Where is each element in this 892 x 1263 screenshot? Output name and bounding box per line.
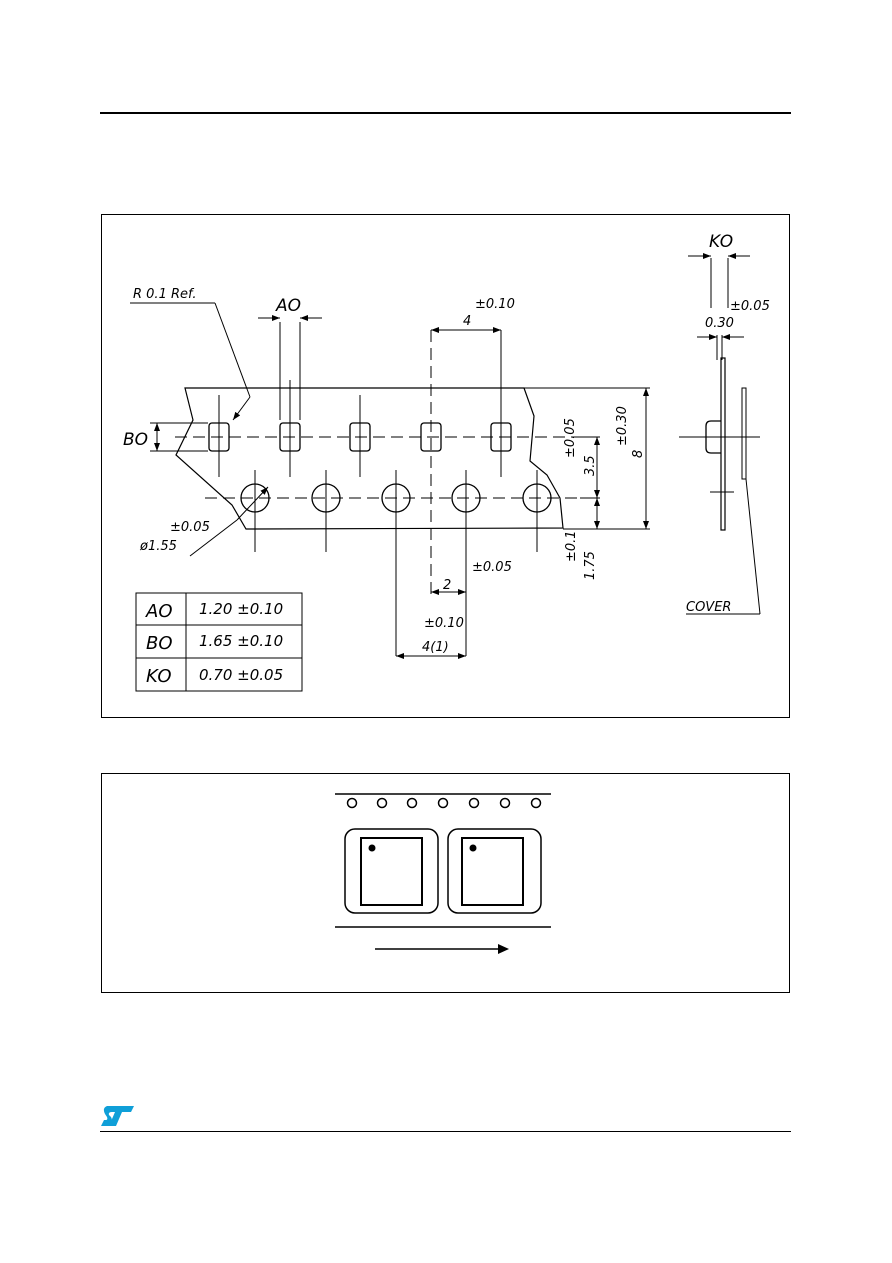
footer-rule bbox=[100, 1131, 791, 1132]
tape-orientation-figure bbox=[335, 793, 551, 928]
label-pitch-top: 4 bbox=[463, 314, 471, 329]
label-ko: KO bbox=[709, 232, 733, 252]
header-rule bbox=[100, 112, 791, 114]
dimension-table: AO 1.20 ±0.10 BO 1.65 ±0.10 KO 0.70 ±0.0… bbox=[135, 592, 303, 692]
label-hole-diameter: ø1.55 bbox=[139, 539, 177, 554]
tape-outline bbox=[175, 387, 564, 530]
label-hole-pitch: 4(1) bbox=[422, 640, 449, 655]
label-edge-offset-tol: ±0.1 bbox=[564, 530, 579, 562]
table-cell-name: AO bbox=[145, 601, 172, 622]
table-cell-value: 1.65 ±0.10 bbox=[199, 632, 283, 650]
table-cell-value: 0.70 ±0.05 bbox=[199, 666, 283, 684]
table-cell-name: KO bbox=[146, 666, 172, 687]
label-row-offset-tol: ±0.05 bbox=[563, 418, 578, 458]
label-cover: COVER bbox=[686, 600, 731, 615]
label-width-tol: ±0.30 bbox=[615, 406, 630, 446]
label-half-pitch: 2 bbox=[443, 578, 451, 593]
arrow-right-icon bbox=[375, 944, 509, 954]
label-row-offset: 3.5 bbox=[583, 455, 598, 476]
table-cell-value: 1.20 ±0.10 bbox=[199, 600, 283, 618]
label-thickness-tol: ±0.05 bbox=[730, 299, 770, 314]
label-thickness: 0.30 bbox=[705, 316, 734, 331]
label-pitch-top-tol: ±0.10 bbox=[475, 297, 515, 312]
label-half-pitch-tol: ±0.05 bbox=[472, 560, 512, 575]
label-bo: BO bbox=[123, 430, 148, 450]
st-logo-icon bbox=[101, 1106, 134, 1126]
tape-orientation-figure-frame bbox=[101, 773, 790, 993]
label-hole-pitch-tol: ±0.10 bbox=[424, 616, 464, 631]
label-width: 8 bbox=[631, 450, 646, 458]
label-edge-offset: 1.75 bbox=[583, 551, 598, 580]
table-cell-name: BO bbox=[146, 633, 173, 654]
tape-dimension-figure-frame bbox=[101, 214, 790, 718]
label-ao: AO bbox=[275, 296, 301, 316]
label-radius-ref: R 0.1 Ref. bbox=[133, 287, 196, 302]
label-hole-diameter-tol: ±0.05 bbox=[170, 520, 210, 535]
